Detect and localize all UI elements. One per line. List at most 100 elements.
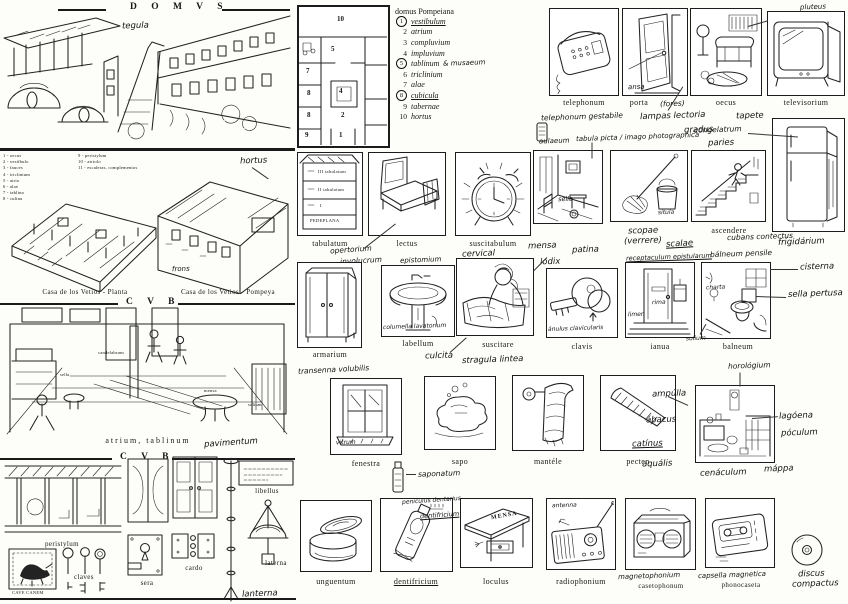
- vocab-card-lectus: [368, 152, 446, 236]
- wardrobe-sketch: [305, 267, 357, 343]
- floor-plan-box: 10 5 7 8 8 9 4 2 1: [297, 5, 390, 148]
- toothpaste-sketch: [393, 503, 444, 562]
- vocab-card-frigidarium: [772, 118, 845, 232]
- divider: [0, 303, 118, 305]
- peristyle-sketch: [4, 465, 122, 533]
- item-word: atrium: [411, 27, 433, 37]
- item-word: tablinum: [411, 59, 440, 69]
- floor-label-2: II tabulatum: [318, 187, 345, 192]
- vocab-card-ascendere: [691, 150, 766, 222]
- balneum-pensile-annotation: bálneum pensile: [709, 247, 773, 260]
- atrium-interior-sketch: [6, 307, 288, 435]
- hortus-annotation: hortus: [239, 155, 268, 167]
- magnetophonium-label: magnetophonium: [617, 570, 681, 582]
- caption-casa-planta: Casa de los Vetios - Planta: [42, 288, 128, 296]
- vocab-card-fenestra: [330, 378, 402, 455]
- verrere-annotation: (verrere): [623, 235, 662, 247]
- axonometric-house-right-sketch: [157, 181, 289, 294]
- vocab-card-pecten: [600, 375, 676, 451]
- radiophonium-label: radiophonium: [556, 577, 606, 586]
- telephonum-gestabile-annotation: telephonum gestabile: [540, 110, 624, 123]
- item-word: tabernae: [411, 101, 440, 111]
- capsella-magnetica-label: capsella magnetica: [697, 569, 767, 581]
- divider: [222, 9, 290, 11]
- vocab-card-mantele: [512, 375, 584, 451]
- item-word: alae: [411, 80, 425, 90]
- item-word: hortus: [411, 112, 432, 122]
- vocab-card-scopae: [610, 150, 688, 222]
- labellum-label: labellum: [402, 339, 434, 348]
- cvb-heading-top: C V B: [126, 297, 181, 307]
- kitchen-sketch: [699, 389, 771, 457]
- divider: [58, 9, 106, 11]
- discus-label-line1: discus: [797, 568, 825, 580]
- poculum-annotation: póculum: [780, 427, 818, 439]
- comb-sketch: [610, 387, 666, 427]
- vocab-card-labellum: [381, 265, 455, 337]
- item-number: 6: [403, 69, 407, 79]
- aulaeum-annotation: aulaeum: [538, 136, 570, 146]
- peristylum-caption: peristylum: [45, 540, 79, 548]
- musaeum-annotation: & musaeum: [443, 58, 486, 68]
- connector-line: [591, 142, 593, 159]
- tabulatum-label: tabulatum: [312, 239, 348, 248]
- scalae-annotation: scalae: [665, 238, 694, 250]
- mappa-annotation: máppa: [763, 463, 794, 475]
- candelabrum-micro-label: candelabrum: [98, 350, 124, 355]
- word-list-item: 5 tablinum& musaeum: [395, 58, 545, 70]
- legend-item: 10 - atriolo: [78, 159, 101, 165]
- casetophonum-label: casetophonum: [638, 582, 684, 590]
- dentifricium-hand-annotation: dentifricium: [419, 509, 460, 521]
- section-divider: [0, 148, 295, 151]
- divider: [178, 303, 295, 305]
- vocab-card-unguentum: [300, 500, 372, 572]
- soap-sketch: [434, 382, 488, 438]
- tegula-label: tegula: [121, 20, 150, 32]
- legend-item: 9 - peristylum: [78, 153, 107, 158]
- living-room-sketch: [696, 14, 758, 87]
- legend-item: 5 - atrio: [3, 177, 20, 183]
- bed-sketch: [380, 156, 440, 212]
- lagoena-annotation: lagóena: [778, 410, 814, 422]
- vocab-card-clavis: [546, 268, 618, 338]
- unguentum-label: unguentum: [316, 577, 356, 586]
- vocab-card-cenaculum: [695, 385, 775, 463]
- item-number: 5: [396, 58, 407, 70]
- floor-label-1: I: [320, 203, 322, 208]
- boombox-sketch: [633, 508, 691, 558]
- sella-annotation: sella: [557, 194, 574, 204]
- mop-bucket-sketch: [622, 153, 679, 214]
- divider: [0, 598, 296, 600]
- room-corner-sketch: [537, 154, 599, 222]
- vocab-card-balneum: [701, 262, 771, 339]
- vocab-card-radiophonium: [546, 498, 616, 570]
- scopae-label: scopae: [627, 225, 659, 237]
- sera-caption: sera: [140, 579, 154, 587]
- aqualis-annotation: aquális: [641, 458, 673, 470]
- cream-jar-sketch: [309, 515, 362, 562]
- item-number: 10: [399, 112, 408, 122]
- dentifricium-label: dentifricium: [393, 577, 439, 586]
- transenna-volubilis-annotation: transenna volubilis: [297, 363, 370, 376]
- tapete-annotation: tapete: [735, 110, 764, 122]
- telephone-sketch: [556, 31, 611, 94]
- frons-label: frons: [171, 264, 190, 274]
- ansa-annotation: ansa: [627, 82, 645, 92]
- clavis-label: clavis: [571, 342, 593, 351]
- saponatum-annotation: saponatum: [417, 468, 461, 479]
- floor-plan-walls: [299, 36, 387, 145]
- item-word: cubicula: [411, 90, 439, 100]
- interior-caption: atrium, tablinum: [105, 436, 191, 445]
- culcita-annotation: culcita: [424, 350, 454, 362]
- limen-annotation: limen: [627, 310, 645, 319]
- cervical-annotation: cervical: [461, 248, 496, 260]
- porta-label: porta: [629, 98, 649, 107]
- vocab-card-sapo: [424, 376, 496, 450]
- staircase-sketch: [695, 156, 759, 216]
- key-sketch: [549, 277, 611, 322]
- tabula-picta-annotation: tabula picta / imago photographica: [575, 130, 700, 144]
- hinge-sketch: [171, 533, 215, 559]
